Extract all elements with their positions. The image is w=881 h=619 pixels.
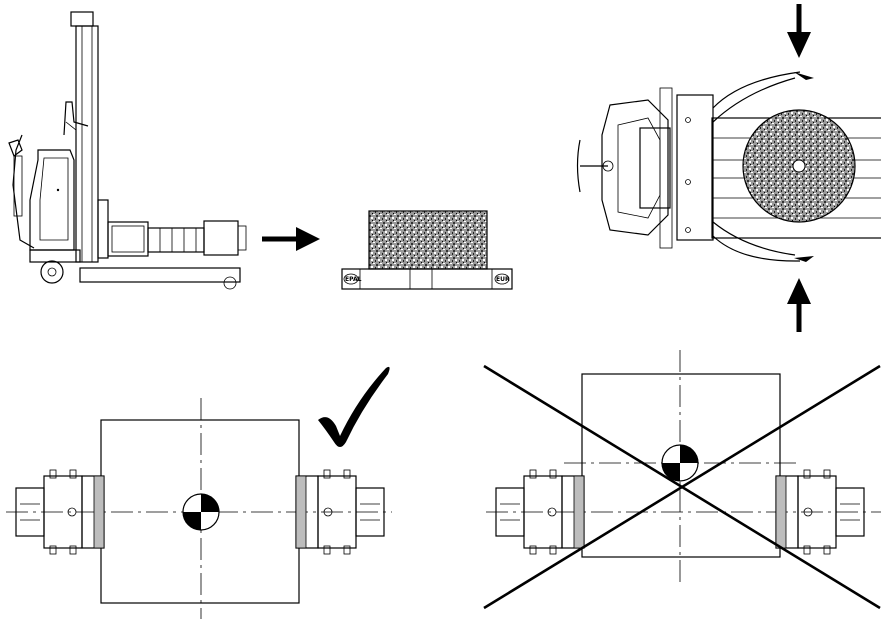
pallet-right-stamp: EUR: [496, 276, 510, 283]
checkmark-icon: [318, 366, 390, 447]
left-clamp-head: [495, 469, 585, 555]
arrow-down-icon: [787, 4, 811, 58]
stacker-side-view: [8, 11, 247, 290]
clamp-gripping-round-load: [576, 71, 881, 262]
load-on-pallet: EPAL EUR: [341, 210, 513, 290]
incorrect-grip-panel: [483, 350, 881, 610]
center-of-gravity-icon: [182, 493, 220, 531]
epal-stamp-icon: [343, 273, 359, 285]
right-clamp-head: [295, 469, 385, 555]
pallet-left-stamp: EPAL: [345, 276, 362, 283]
eur-stamp-icon: [494, 273, 510, 285]
correct-grip-panel: [6, 366, 392, 619]
arrow-right-icon: [262, 227, 320, 251]
arrow-up-icon: [787, 278, 811, 332]
right-clamp-head: [775, 469, 865, 555]
cross-icon: [483, 364, 881, 610]
center-of-gravity-icon: [661, 444, 699, 482]
left-clamp-head: [15, 469, 105, 555]
